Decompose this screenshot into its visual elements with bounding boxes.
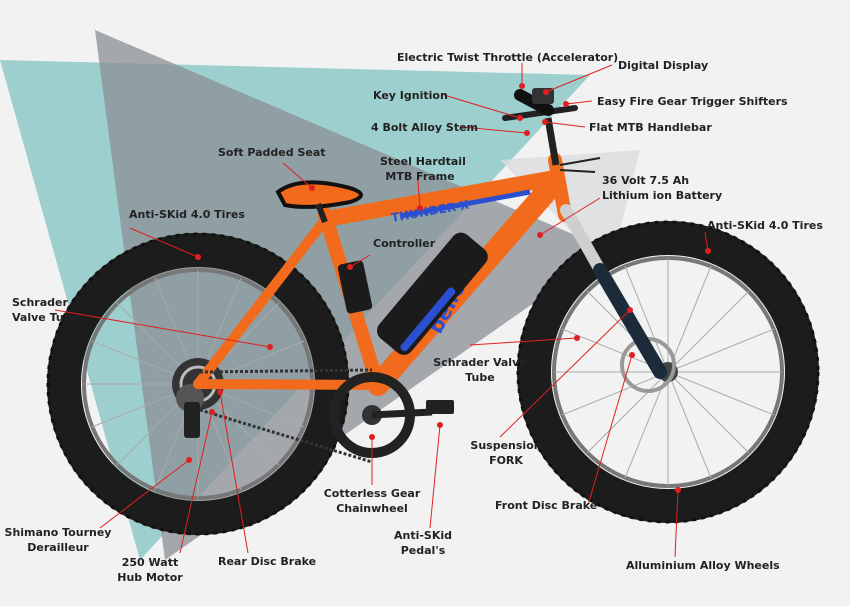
- label-fork-line-2: FORK: [489, 454, 523, 467]
- label-front-valve-line-2: Tube: [465, 371, 495, 384]
- label-pedals-line-1: Anti-SKid: [393, 529, 453, 542]
- battery-pack: [376, 232, 488, 355]
- label-wheels: Alluminium Alloy Wheels: [626, 559, 780, 572]
- label-derailleur-line-2: Derailleur: [27, 541, 89, 554]
- label-hub-motor-line-1: 250 Watt: [121, 556, 179, 569]
- label-rear-brake: Rear Disc Brake: [218, 555, 317, 568]
- label-controller: Controller: [373, 237, 436, 250]
- label-digital-display: Digital Display: [618, 59, 709, 72]
- label-frame-line-2: MTB Frame: [385, 170, 455, 183]
- suspension-fork: [560, 204, 667, 379]
- label-battery-line-2: Lithium ion Battery: [602, 189, 723, 202]
- label-derailleur: Shimano Tourney Derailleur: [4, 525, 112, 555]
- label-front-valve-line-1: Schrader Valve: [433, 356, 527, 369]
- label-frame: Steel Hardtail MTB Frame: [380, 154, 466, 184]
- leader-lines: [54, 63, 709, 558]
- label-gear-shifters: Easy Fire Gear Trigger Shifters: [597, 95, 788, 108]
- label-front-valve: Schrader Valve Tube: [425, 355, 535, 385]
- label-rear-tires: Anti-SKid 4.0 Tires: [129, 208, 245, 221]
- label-pedals: Anti-SKid Pedal's: [378, 528, 468, 558]
- label-front-tires: Anti-SKid 4.0 Tires: [707, 219, 823, 232]
- label-front-brake: Front Disc Brake: [495, 499, 598, 512]
- label-pedals-line-2: Pedal's: [400, 544, 446, 557]
- label-rear-valve-line-1: Schrader: [12, 296, 68, 309]
- handlebar: [502, 105, 578, 121]
- label-derailleur-line-1: Shimano Tourney: [4, 526, 112, 539]
- label-stem: 4 Bolt Alloy Stem: [371, 121, 478, 134]
- label-fork-line-1: Suspension: [470, 439, 542, 452]
- pedal: [426, 400, 454, 414]
- label-seat: Soft Padded Seat: [218, 146, 326, 159]
- derailleur: [184, 402, 200, 438]
- label-key-ignition: Key Ignition: [373, 89, 448, 102]
- label-chainwheel: Cotterless Gear Chainwheel: [302, 486, 442, 516]
- label-rear-valve: Schrader Valve Tube: [12, 295, 79, 325]
- label-hub-motor: 250 Watt Hub Motor: [112, 555, 188, 585]
- label-handlebar: Flat MTB Handlebar: [589, 121, 712, 134]
- front-wheel: [516, 220, 820, 524]
- label-chainwheel-line-2: Chainwheel: [336, 502, 408, 515]
- label-fork: Suspension FORK: [466, 438, 546, 468]
- label-battery: 36 Volt 7.5 Ah Lithium ion Battery: [602, 173, 722, 203]
- controller-box: [337, 260, 373, 314]
- label-frame-line-1: Steel Hardtail: [380, 155, 466, 168]
- label-battery-line-1: 36 Volt 7.5 Ah: [602, 174, 690, 187]
- label-hub-motor-line-2: Hub Motor: [117, 571, 183, 584]
- label-throttle: Electric Twist Throttle (Accelerator): [397, 51, 619, 64]
- seat: [275, 180, 363, 224]
- label-rear-valve-line-2: Valve Tube: [12, 311, 80, 324]
- chain: [199, 368, 373, 374]
- label-chainwheel-line-1: Cotterless Gear: [323, 487, 421, 500]
- frame-stripe: [399, 189, 531, 219]
- leader-dots: [186, 83, 711, 493]
